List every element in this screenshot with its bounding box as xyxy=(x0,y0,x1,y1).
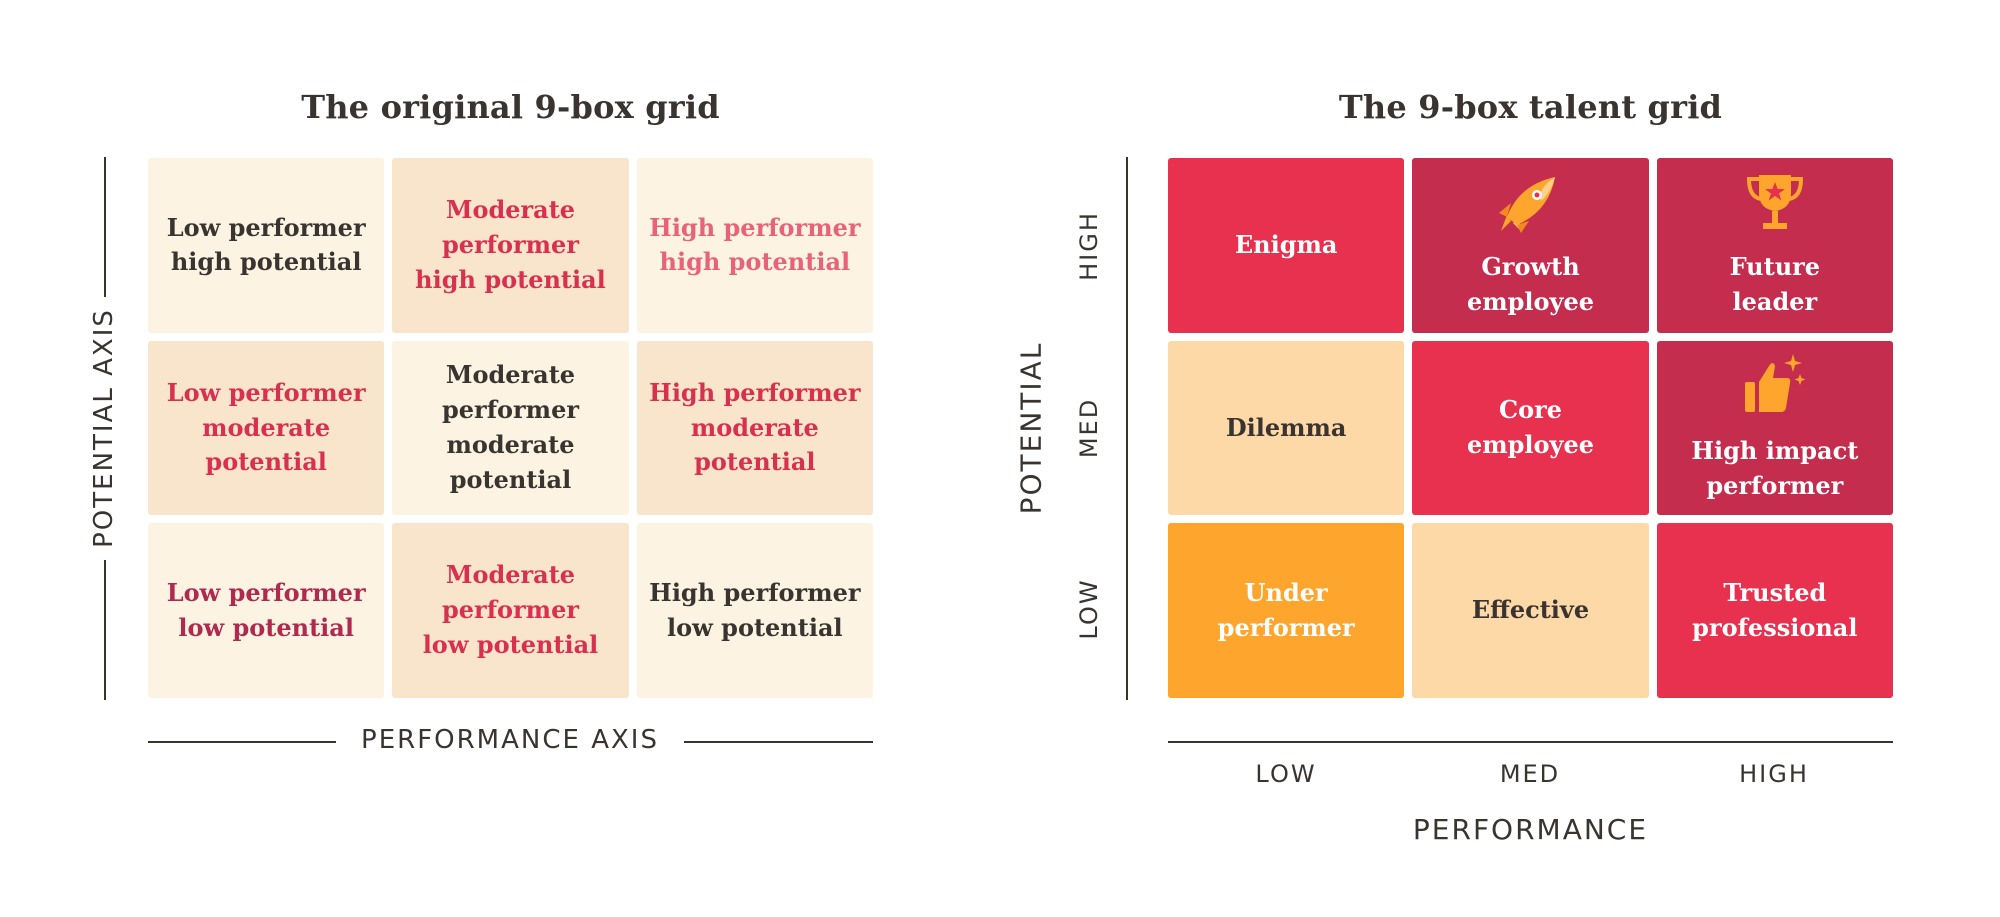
right-cell-dilemma: Dilemma xyxy=(1168,340,1405,516)
left-cell-low-performer-moderate-potential: Low performer moderate potential xyxy=(148,340,385,516)
left-y-axis-label: POTENTIAL AXIS xyxy=(89,308,119,548)
left-y-axis-line-top xyxy=(104,157,106,297)
left-cell-high-performer-high-potential: High performer high potential xyxy=(636,158,873,333)
cell-label: Enigma xyxy=(1234,229,1338,259)
rocket-icon xyxy=(1497,171,1563,245)
cell-label: Trusted professional xyxy=(1692,577,1858,642)
cell-label: Low performer high potential xyxy=(166,212,366,277)
left-cell-moderate-performer-low-potential: Moderate performer low potential xyxy=(392,523,629,698)
right-row-label-med: MED xyxy=(1075,397,1103,459)
right-cell-under-performer: Under performer xyxy=(1168,523,1405,698)
cell-label: Growth employee xyxy=(1466,252,1595,317)
cell-label: High performer high potential xyxy=(649,212,861,277)
right-row-label-high: HIGH xyxy=(1075,211,1103,281)
cell-label: Effective xyxy=(1471,595,1590,625)
right-col-label-low: LOW xyxy=(1255,760,1317,788)
right-cell-high-impact-performer: High impact performer xyxy=(1656,340,1893,516)
right-col-label-med: MED xyxy=(1499,760,1561,788)
right-y-axis-label: POTENTIAL xyxy=(1014,341,1048,515)
left-cell-high-performer-low-potential: High performer low potential xyxy=(636,523,873,698)
right-cell-trusted-professional: Trusted professional xyxy=(1656,523,1893,698)
cell-label: Low performer low potential xyxy=(166,577,366,642)
left-y-axis-line-bottom xyxy=(104,560,106,700)
right-cell-core-employee: Core employee xyxy=(1412,340,1649,516)
right-row-label-low: LOW xyxy=(1075,578,1103,640)
cell-label: Moderate performer moderate potential xyxy=(442,360,579,494)
left-x-axis-line-left xyxy=(148,741,336,743)
right-y-axis-line xyxy=(1126,157,1128,700)
cell-label: High performer low potential xyxy=(649,577,861,642)
left-x-axis-label: PERFORMANCE AXIS xyxy=(361,725,659,755)
thumbs-up-icon xyxy=(1743,352,1807,428)
right-cell-growth-employee: Growth employee xyxy=(1412,158,1649,333)
right-cell-future-leader: Future leader xyxy=(1656,158,1893,333)
left-cell-low-performer-high-potential: Low performer high potential xyxy=(148,158,385,333)
right-cell-effective: Effective xyxy=(1412,523,1649,698)
cell-label: Moderate performer low potential xyxy=(422,560,599,660)
cell-label: High performer moderate potential xyxy=(649,377,861,477)
cell-label: High impact performer xyxy=(1691,436,1859,500)
trophy-icon xyxy=(1745,171,1805,245)
cell-label: Future leader xyxy=(1729,252,1821,317)
cell-label: Low performer moderate potential xyxy=(166,377,366,477)
right-title: The 9-box talent grid xyxy=(1338,88,1723,126)
right-cell-enigma: Enigma xyxy=(1168,158,1405,333)
left-cell-moderate-performer-moderate-potential: Moderate performer moderate potential xyxy=(392,340,629,516)
cell-label: Under performer xyxy=(1217,577,1355,642)
cell-label: Dilemma xyxy=(1225,412,1347,442)
left-cell-low-performer-low-potential: Low performer low potential xyxy=(148,523,385,698)
cell-label: Core employee xyxy=(1466,395,1595,459)
right-x-axis-line xyxy=(1168,741,1893,743)
left-cell-moderate-performer-high-potential: Moderate performer high potential xyxy=(392,158,629,333)
right-col-label-high: HIGH xyxy=(1739,760,1809,788)
right-x-axis-label: PERFORMANCE xyxy=(1412,813,1649,846)
left-title: The original 9-box grid xyxy=(301,88,720,126)
left-cell-high-performer-moderate-potential: High performer moderate potential xyxy=(636,340,873,516)
left-x-axis-line-right xyxy=(684,741,873,743)
cell-label: Moderate performer high potential xyxy=(415,195,606,294)
